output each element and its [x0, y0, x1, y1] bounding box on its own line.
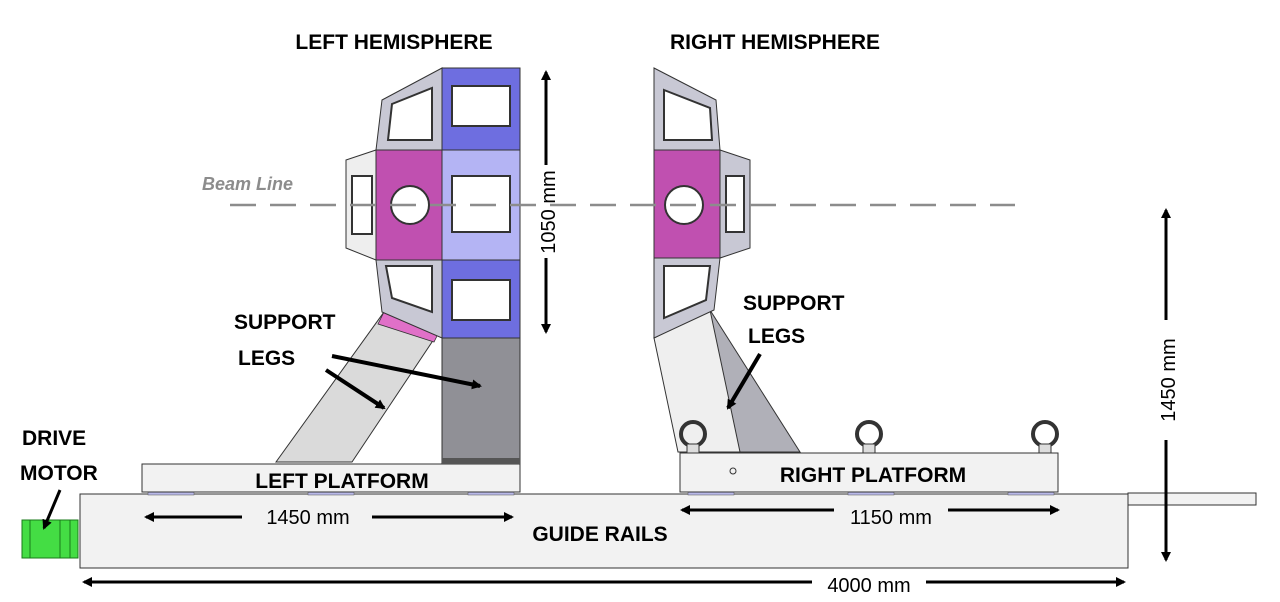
left-hemisphere-title: LEFT HEMISPHERE	[295, 31, 492, 54]
support-legs-right-label-1: SUPPORT	[743, 292, 845, 315]
dimension-4000-label: 4000 mm	[827, 575, 910, 597]
platform-bolt	[729, 467, 737, 475]
dimension-1050-label: 1050 mm	[538, 170, 560, 253]
drive-motor-arrow	[42, 489, 62, 530]
left-support-leg-vertical	[441, 337, 521, 465]
right-platform-label: RIGHT PLATFORM	[780, 464, 966, 487]
support-legs-arrow	[726, 352, 762, 410]
beam-line-label: Beam Line	[202, 174, 293, 194]
support-legs-arrow	[331, 354, 482, 390]
left-platform-label: LEFT PLATFORM	[255, 470, 428, 493]
right-hemisphere-title: RIGHT HEMISPHERE	[670, 31, 880, 54]
support-legs-left-label-1: SUPPORT	[234, 311, 336, 334]
right-platform	[679, 452, 1059, 493]
drive-motor-label-1: DRIVE	[22, 427, 86, 450]
right-hemisphere	[653, 67, 1059, 454]
support-legs-arrow	[324, 368, 386, 410]
dimension-4000: 4000 mm	[82, 575, 1126, 597]
dimension-1450-vertical-label: 1450 mm	[1158, 338, 1180, 421]
dimension-1150-label: 1150 mm	[850, 507, 932, 529]
dimension-1050: 1050 mm	[538, 70, 560, 334]
left-platform	[141, 463, 521, 493]
dimension-1450-horizontal-label: 1450 mm	[266, 507, 349, 529]
left-hemisphere	[275, 67, 521, 465]
support-legs-right-label-2: LEGS	[748, 325, 805, 348]
dimension-1450-vertical: 1450 mm	[1158, 208, 1180, 562]
support-legs-left-label-2: LEGS	[238, 347, 295, 370]
lifting-eye	[1031, 420, 1059, 454]
dimension-1150: 1150 mm	[680, 505, 1060, 529]
rail-extension	[1127, 492, 1257, 506]
lifting-eye	[855, 420, 883, 454]
guide-rails	[79, 487, 1257, 569]
drive-motor-label-2: MOTOR	[20, 462, 98, 485]
lifting-eye	[679, 420, 707, 454]
dimension-1450-horizontal: 1450 mm	[144, 507, 514, 529]
drive-motor	[21, 519, 79, 559]
guide-rails-label: GUIDE RAILS	[532, 523, 667, 546]
